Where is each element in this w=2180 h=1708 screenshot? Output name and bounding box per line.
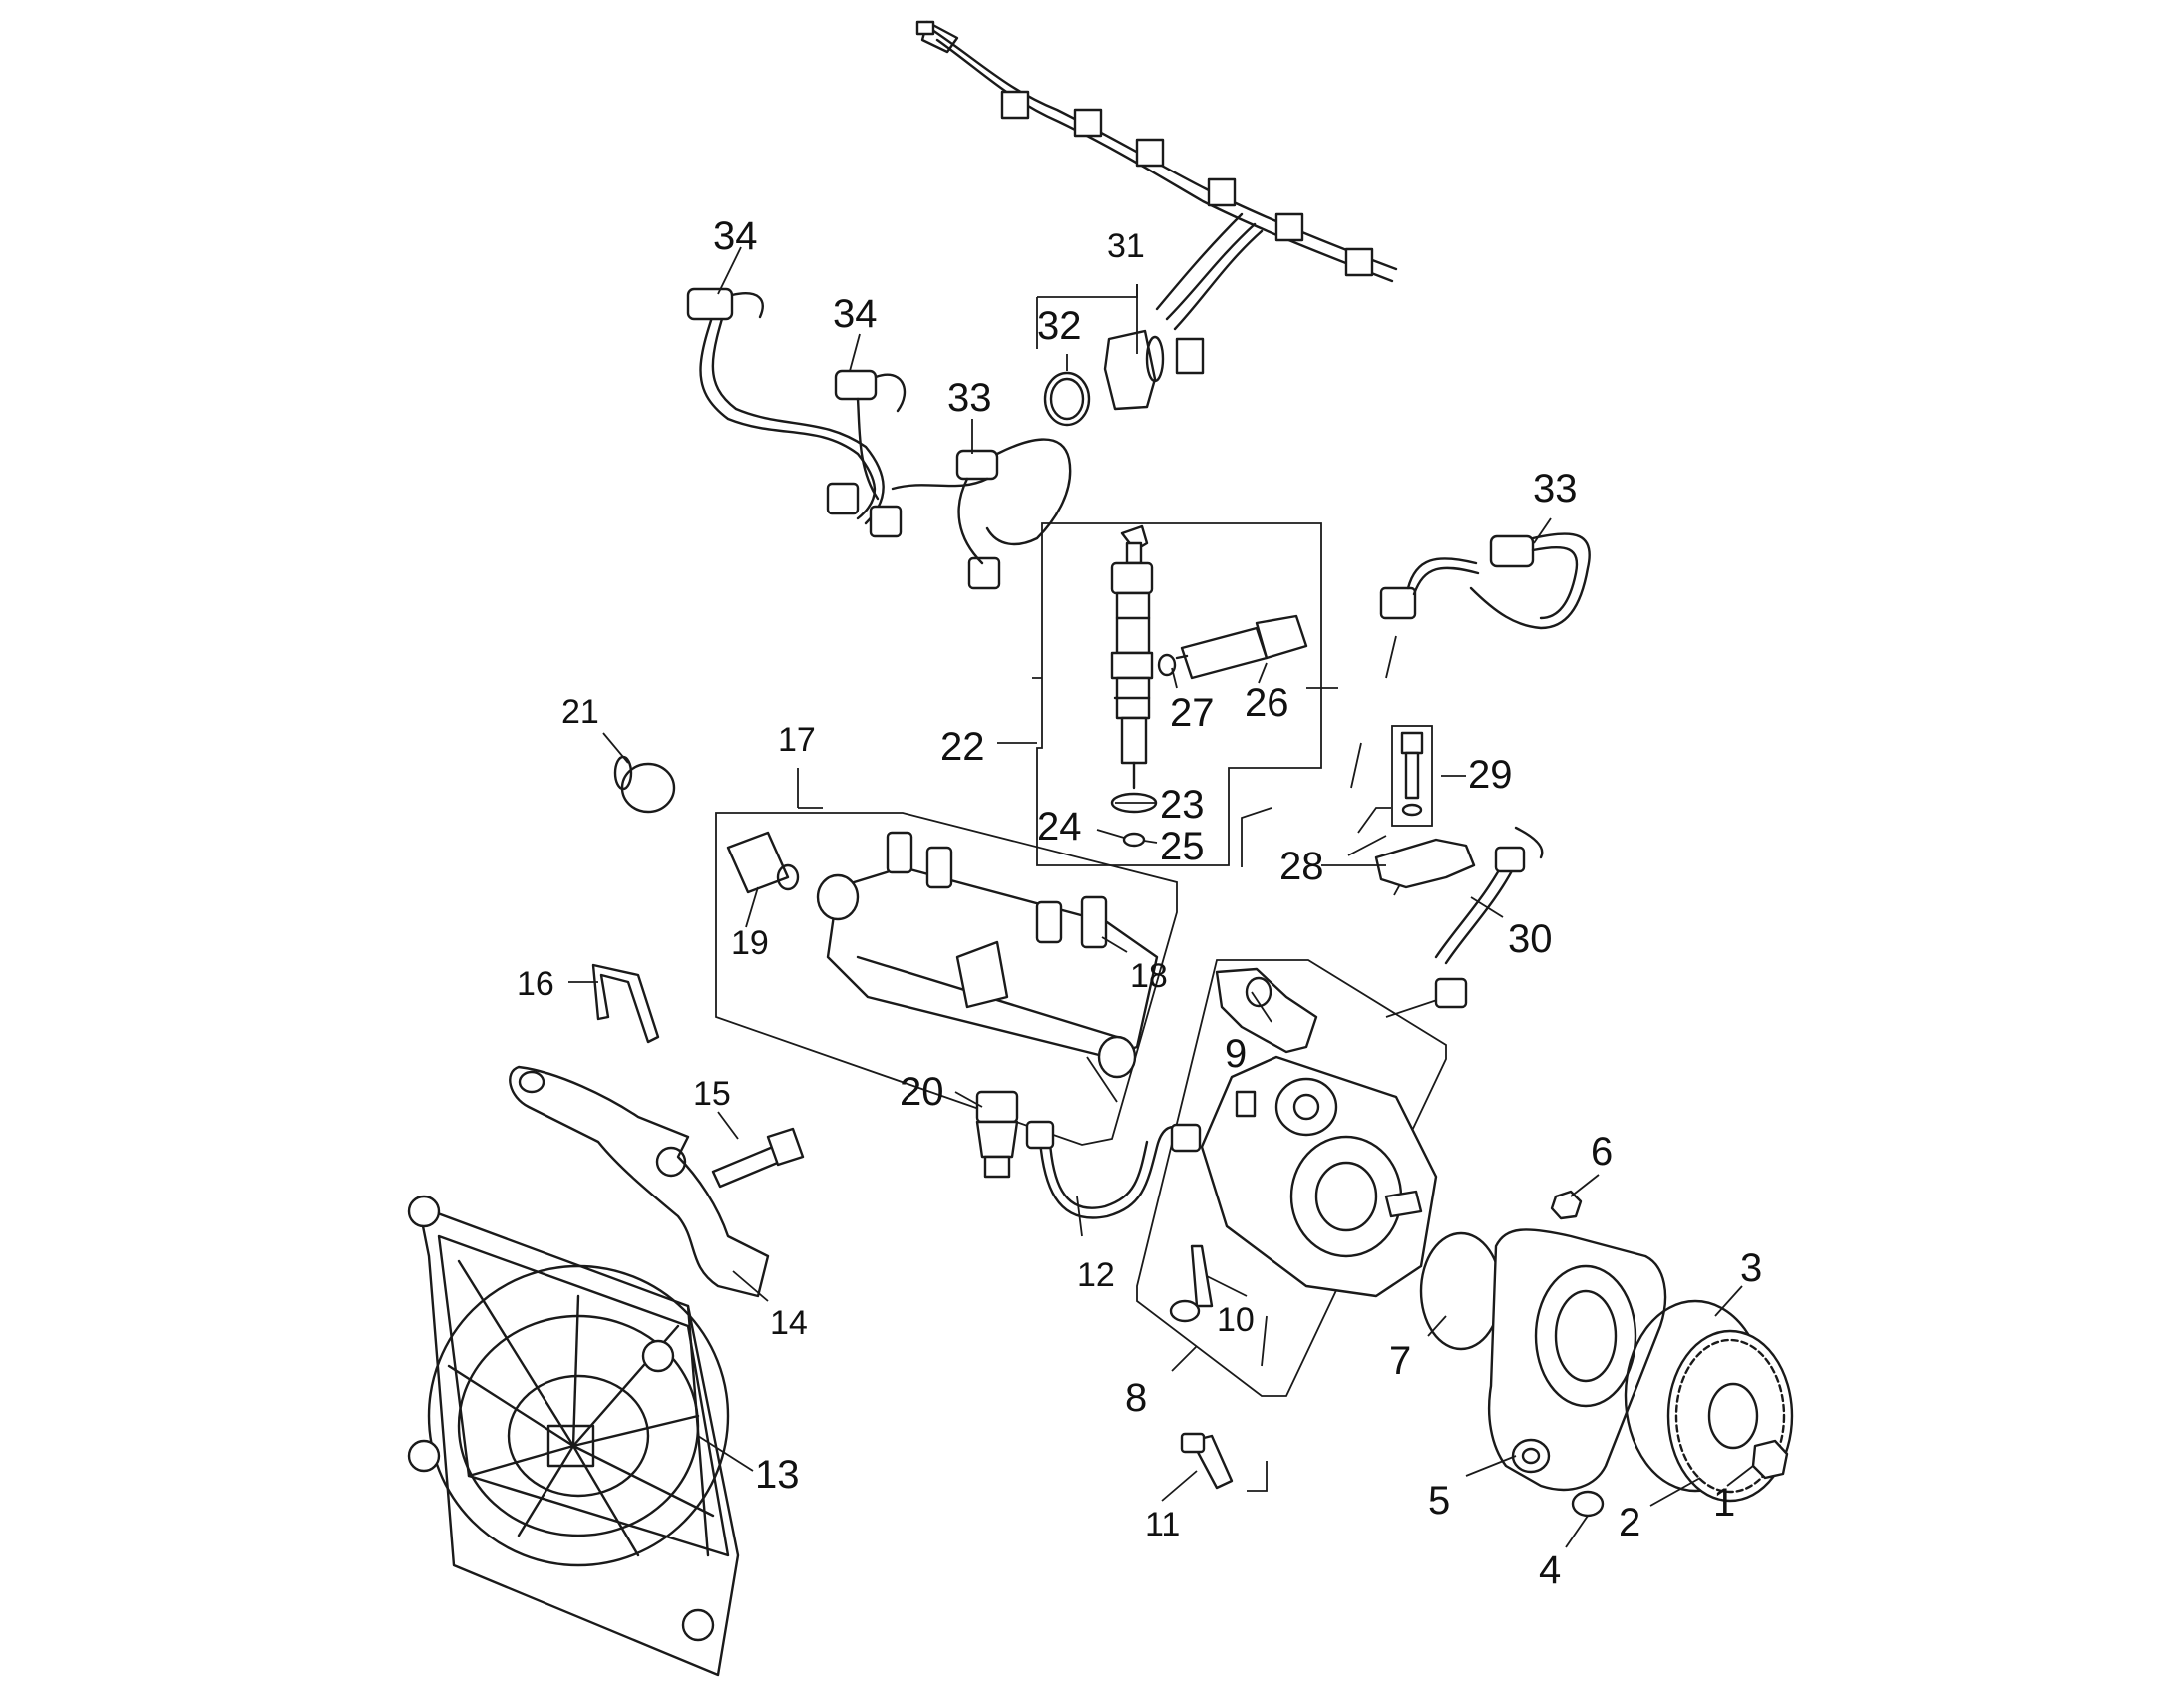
callout-1: 1 <box>1713 1481 1735 1525</box>
callout-8: 8 <box>1125 1376 1147 1420</box>
callout-15: 15 <box>693 1075 731 1113</box>
callout-29: 29 <box>1468 753 1513 797</box>
callout-20: 20 <box>900 1070 944 1114</box>
callout-9: 9 <box>1225 1032 1247 1076</box>
callout-5: 5 <box>1428 1479 1450 1523</box>
small-o-ring <box>1571 1490 1605 1518</box>
fuel-rail-group-frame <box>715 812 1178 1146</box>
callout-26: 26 <box>1245 681 1289 725</box>
high-pressure-line <box>1025 1120 1202 1219</box>
callout-13: 13 <box>755 1453 800 1497</box>
callout-4: 4 <box>1539 1548 1561 1592</box>
connection-lines <box>1036 284 1447 1492</box>
connector-seal-ring <box>1043 371 1091 427</box>
fuel-rail <box>816 831 1159 1079</box>
callout-25: 25 <box>1160 825 1205 868</box>
callout-21: 21 <box>561 693 599 731</box>
callout-34-second: 34 <box>833 292 878 336</box>
callout-12: 12 <box>1077 1256 1115 1294</box>
fuel-injector <box>1110 524 1154 790</box>
pump-bracket <box>509 1065 770 1298</box>
high-pressure-pump-group-frame <box>1136 959 1447 1397</box>
injector-sealing-ring <box>1122 832 1146 848</box>
flange-nut <box>1550 1190 1583 1220</box>
callout-33-right: 33 <box>1533 467 1578 511</box>
callout-34-top: 34 <box>713 214 758 258</box>
callout-28: 28 <box>1279 845 1324 888</box>
leader-lines <box>568 246 1754 1548</box>
callout-16: 16 <box>517 965 554 1003</box>
flange-bolt <box>1180 1432 1234 1490</box>
callout-32: 32 <box>1037 304 1082 348</box>
injector-bolt-group-frame <box>1391 725 1433 827</box>
callout-7: 7 <box>1389 1339 1411 1383</box>
callout-18: 18 <box>1130 957 1168 995</box>
callout-11: 11 <box>1145 1506 1180 1543</box>
callout-17: 17 <box>778 721 816 759</box>
callout-33-left: 33 <box>947 376 992 420</box>
callout-24: 24 <box>1037 805 1082 849</box>
rubber-spacer <box>613 755 676 814</box>
injector-group-frame <box>1032 522 1322 866</box>
callout-14: 14 <box>770 1304 808 1342</box>
callout-2: 2 <box>1619 1501 1640 1544</box>
callout-3: 3 <box>1740 1246 1762 1290</box>
callout-10: 10 <box>1217 1301 1255 1339</box>
pressure-control-valve <box>1215 967 1318 1054</box>
injector-harness-right <box>1379 532 1591 630</box>
ecu-cover <box>407 1195 740 1677</box>
callout-22: 22 <box>940 725 985 769</box>
callout-30: 30 <box>1508 917 1553 961</box>
injector-clamp <box>1374 838 1476 889</box>
callout-31: 31 <box>1107 227 1145 265</box>
mounting-bolt <box>711 1127 805 1189</box>
high-pressure-fuel-pump <box>1200 1055 1438 1298</box>
injector-harness-left <box>686 287 1072 590</box>
callout-23: 23 <box>1160 783 1205 827</box>
callout-19: 19 <box>731 924 769 962</box>
pump-flange-housing <box>1487 1228 1667 1492</box>
callout-6: 6 <box>1591 1130 1613 1174</box>
rail-pressure-sensor <box>975 1090 1019 1179</box>
pressure-limiting-valve <box>726 831 800 894</box>
fuel-return-pipe <box>1434 826 1544 1009</box>
pump-filter-10 <box>1169 1244 1214 1323</box>
injector-clamp-bolt <box>1400 731 1424 817</box>
high-pressure-connector <box>1157 614 1308 680</box>
wiring-harness <box>915 20 1398 411</box>
callout-labels: 1 2 3 4 5 6 7 8 9 10 11 12 13 14 15 16 1… <box>517 214 1762 1592</box>
fixing-clip <box>591 963 660 1044</box>
callout-27: 27 <box>1170 691 1215 735</box>
